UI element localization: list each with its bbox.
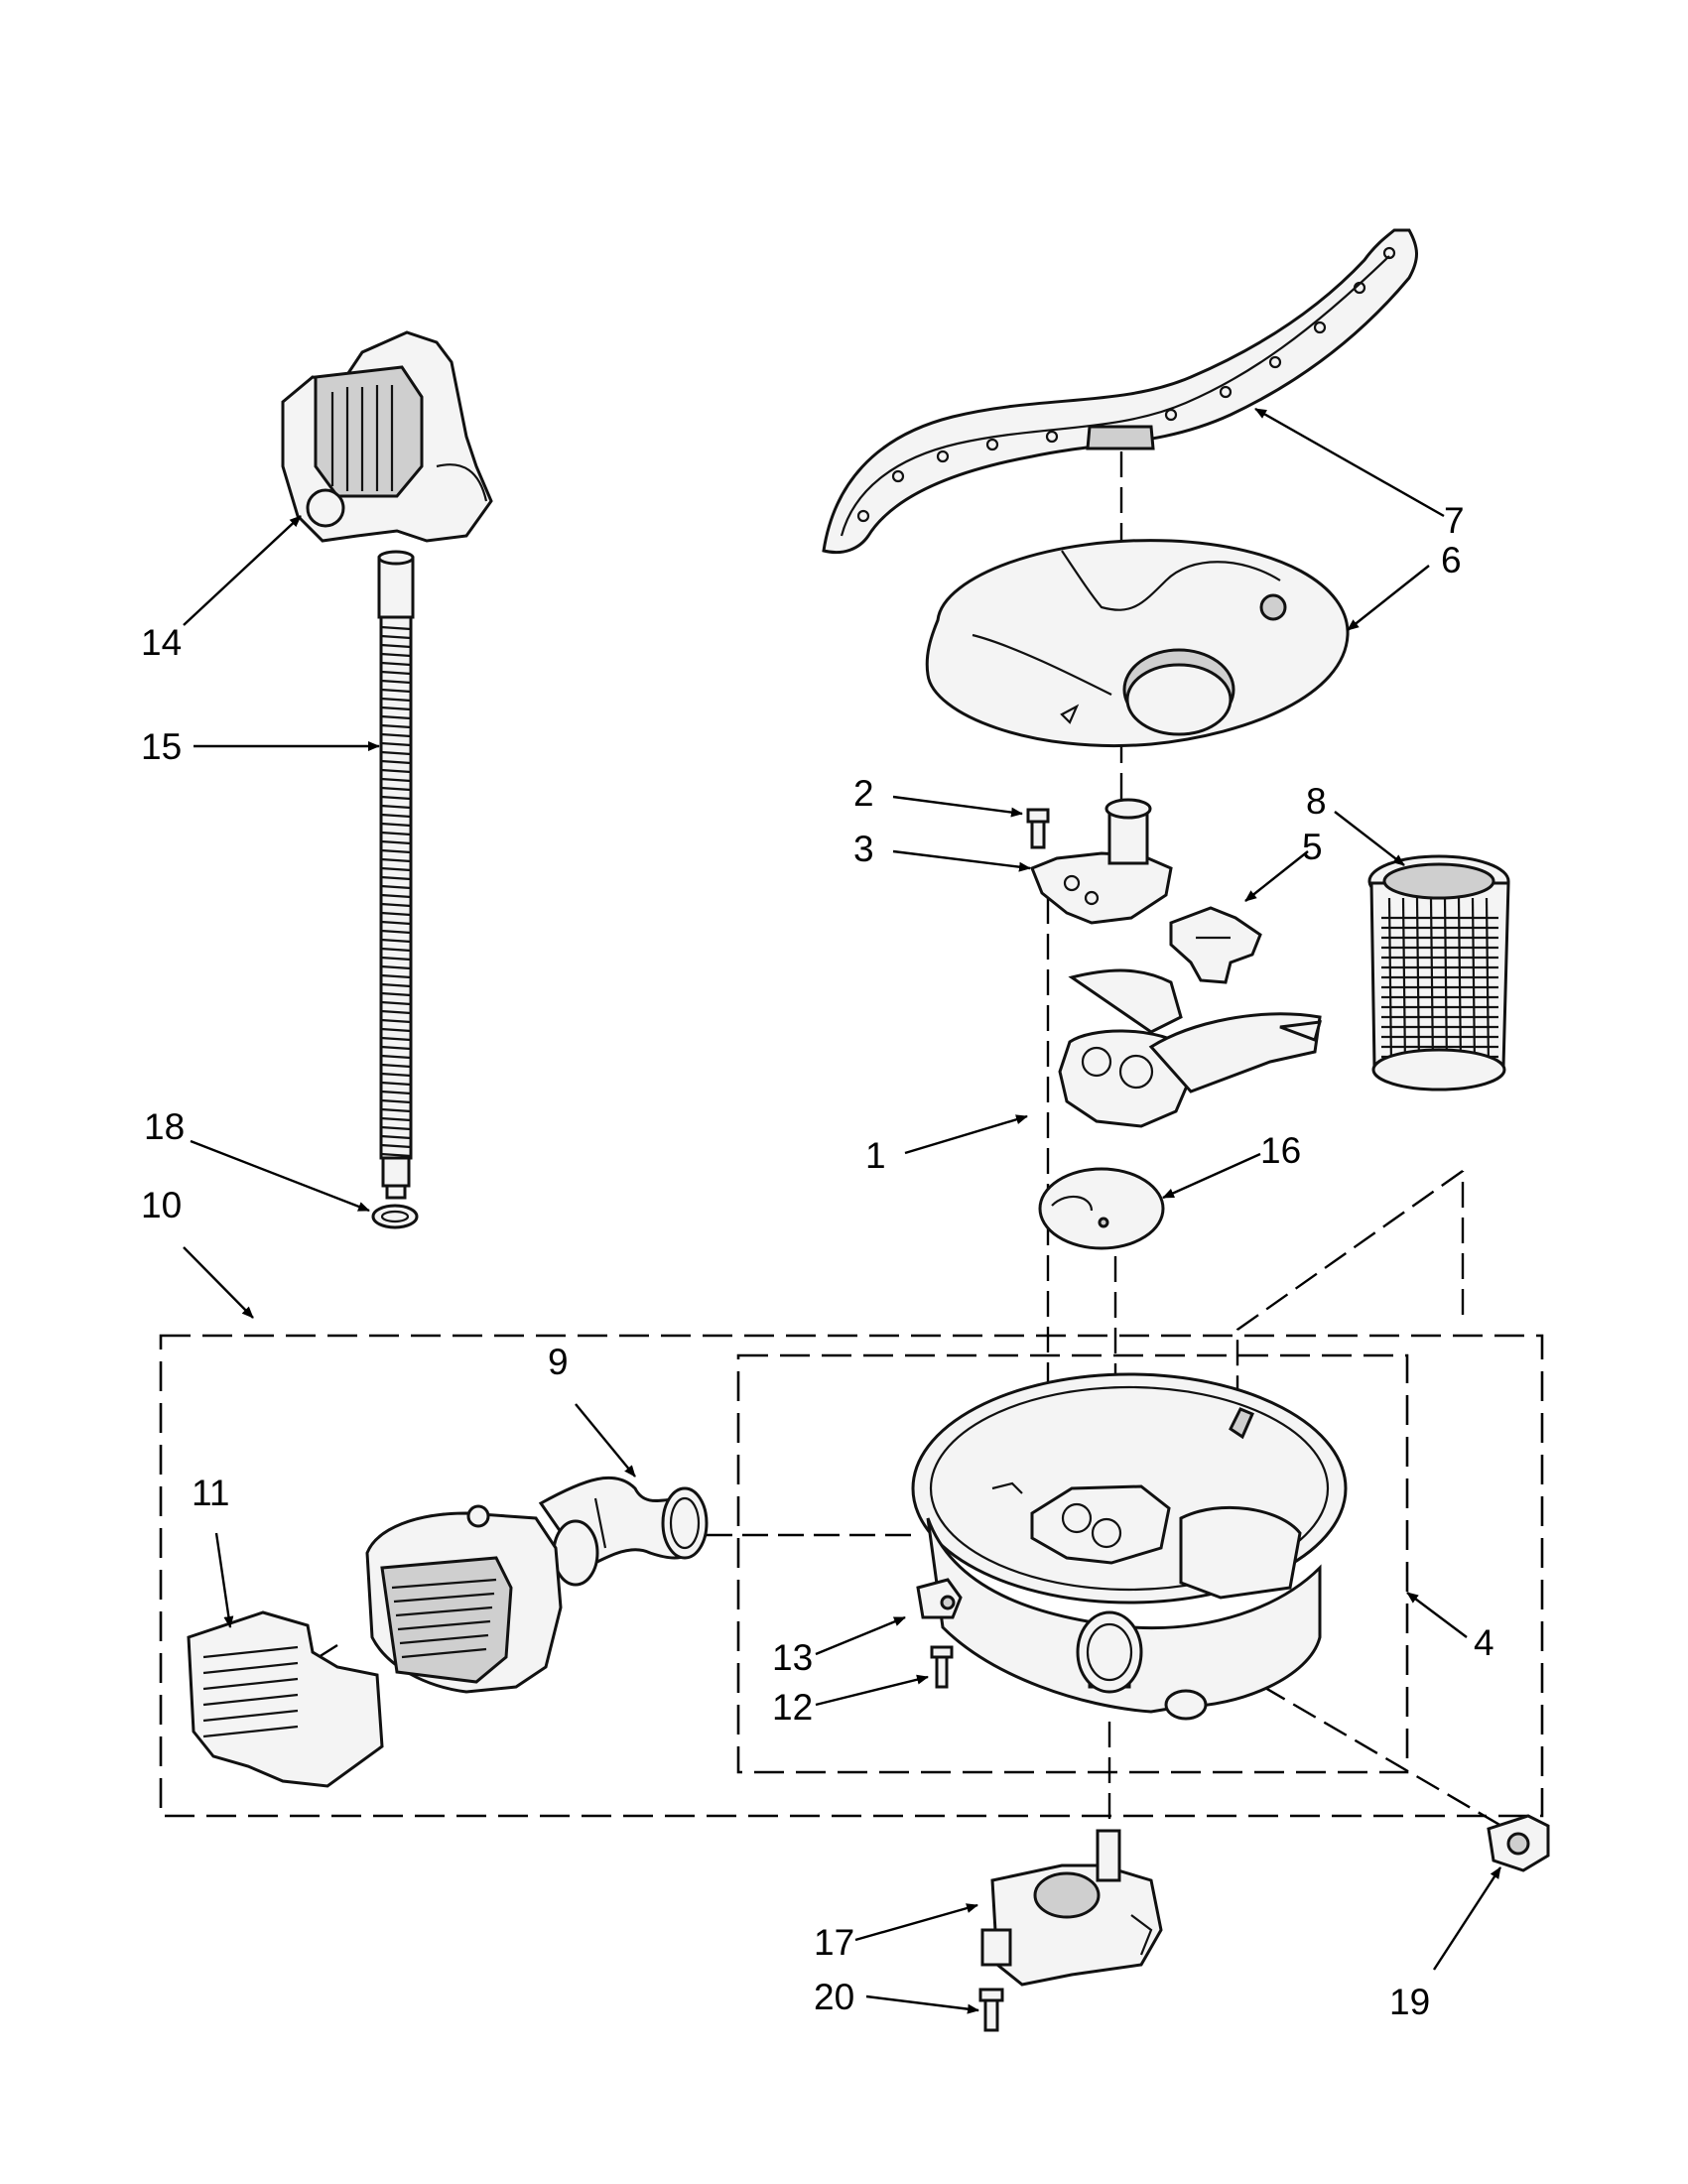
callout-11: 11	[192, 1473, 229, 1513]
part-7-spray-arm	[822, 228, 1418, 555]
callout-13: 13	[772, 1637, 813, 1678]
part-16-plate	[1038, 1167, 1165, 1250]
part-11-wash-motor	[187, 1504, 563, 1788]
part-17-diverter-motor	[980, 1829, 1163, 1987]
callout-15: 15	[141, 726, 182, 767]
part-14-diverter-motor	[281, 330, 493, 543]
callout-4: 4	[1474, 1622, 1494, 1663]
callout-12: 12	[772, 1687, 813, 1728]
callout-2: 2	[853, 773, 874, 814]
callout-1: 1	[865, 1135, 886, 1176]
callout-20: 20	[814, 1977, 854, 2017]
callout-17: 17	[814, 1922, 854, 1963]
callout-9: 9	[548, 1342, 569, 1382]
callout-8: 8	[1306, 781, 1327, 822]
part-4-sump	[911, 1372, 1348, 1721]
part-8-filter	[1367, 854, 1510, 1092]
part-9-hose-elbow	[538, 1476, 709, 1587]
callout-3: 3	[853, 829, 874, 869]
part-6-spray-shield	[925, 539, 1350, 748]
callout-14: 14	[141, 622, 182, 663]
callout-10: 10	[141, 1185, 182, 1225]
part-20-screw	[978, 1988, 1004, 2032]
part-1-wash-arm-support	[1058, 968, 1323, 1128]
part-12-screw	[930, 1645, 954, 1689]
callout-5: 5	[1302, 827, 1323, 867]
part-5-nozzle	[1169, 906, 1262, 984]
part-13-sensor	[916, 1578, 963, 1619]
callout-19: 19	[1389, 1982, 1430, 2022]
callout-6: 6	[1441, 540, 1462, 580]
inner-assembly-box	[736, 1353, 1409, 1774]
callout-16: 16	[1260, 1130, 1301, 1171]
callout-labels: 1 2 3 4 5 6 7 8 9 10 11 12 13 14 15 16 1…	[141, 500, 1494, 2022]
part-15-hose	[377, 550, 415, 1200]
part-19-switch	[1487, 1814, 1550, 1872]
callout-18: 18	[144, 1106, 185, 1147]
part-18-clamp	[371, 1204, 419, 1229]
part-2-screw	[1026, 808, 1050, 849]
outer-assembly-box	[159, 1334, 1544, 1818]
part-3-manifold	[1030, 798, 1173, 925]
callout-7: 7	[1444, 500, 1465, 541]
leader-arrows	[183, 407, 1502, 2014]
